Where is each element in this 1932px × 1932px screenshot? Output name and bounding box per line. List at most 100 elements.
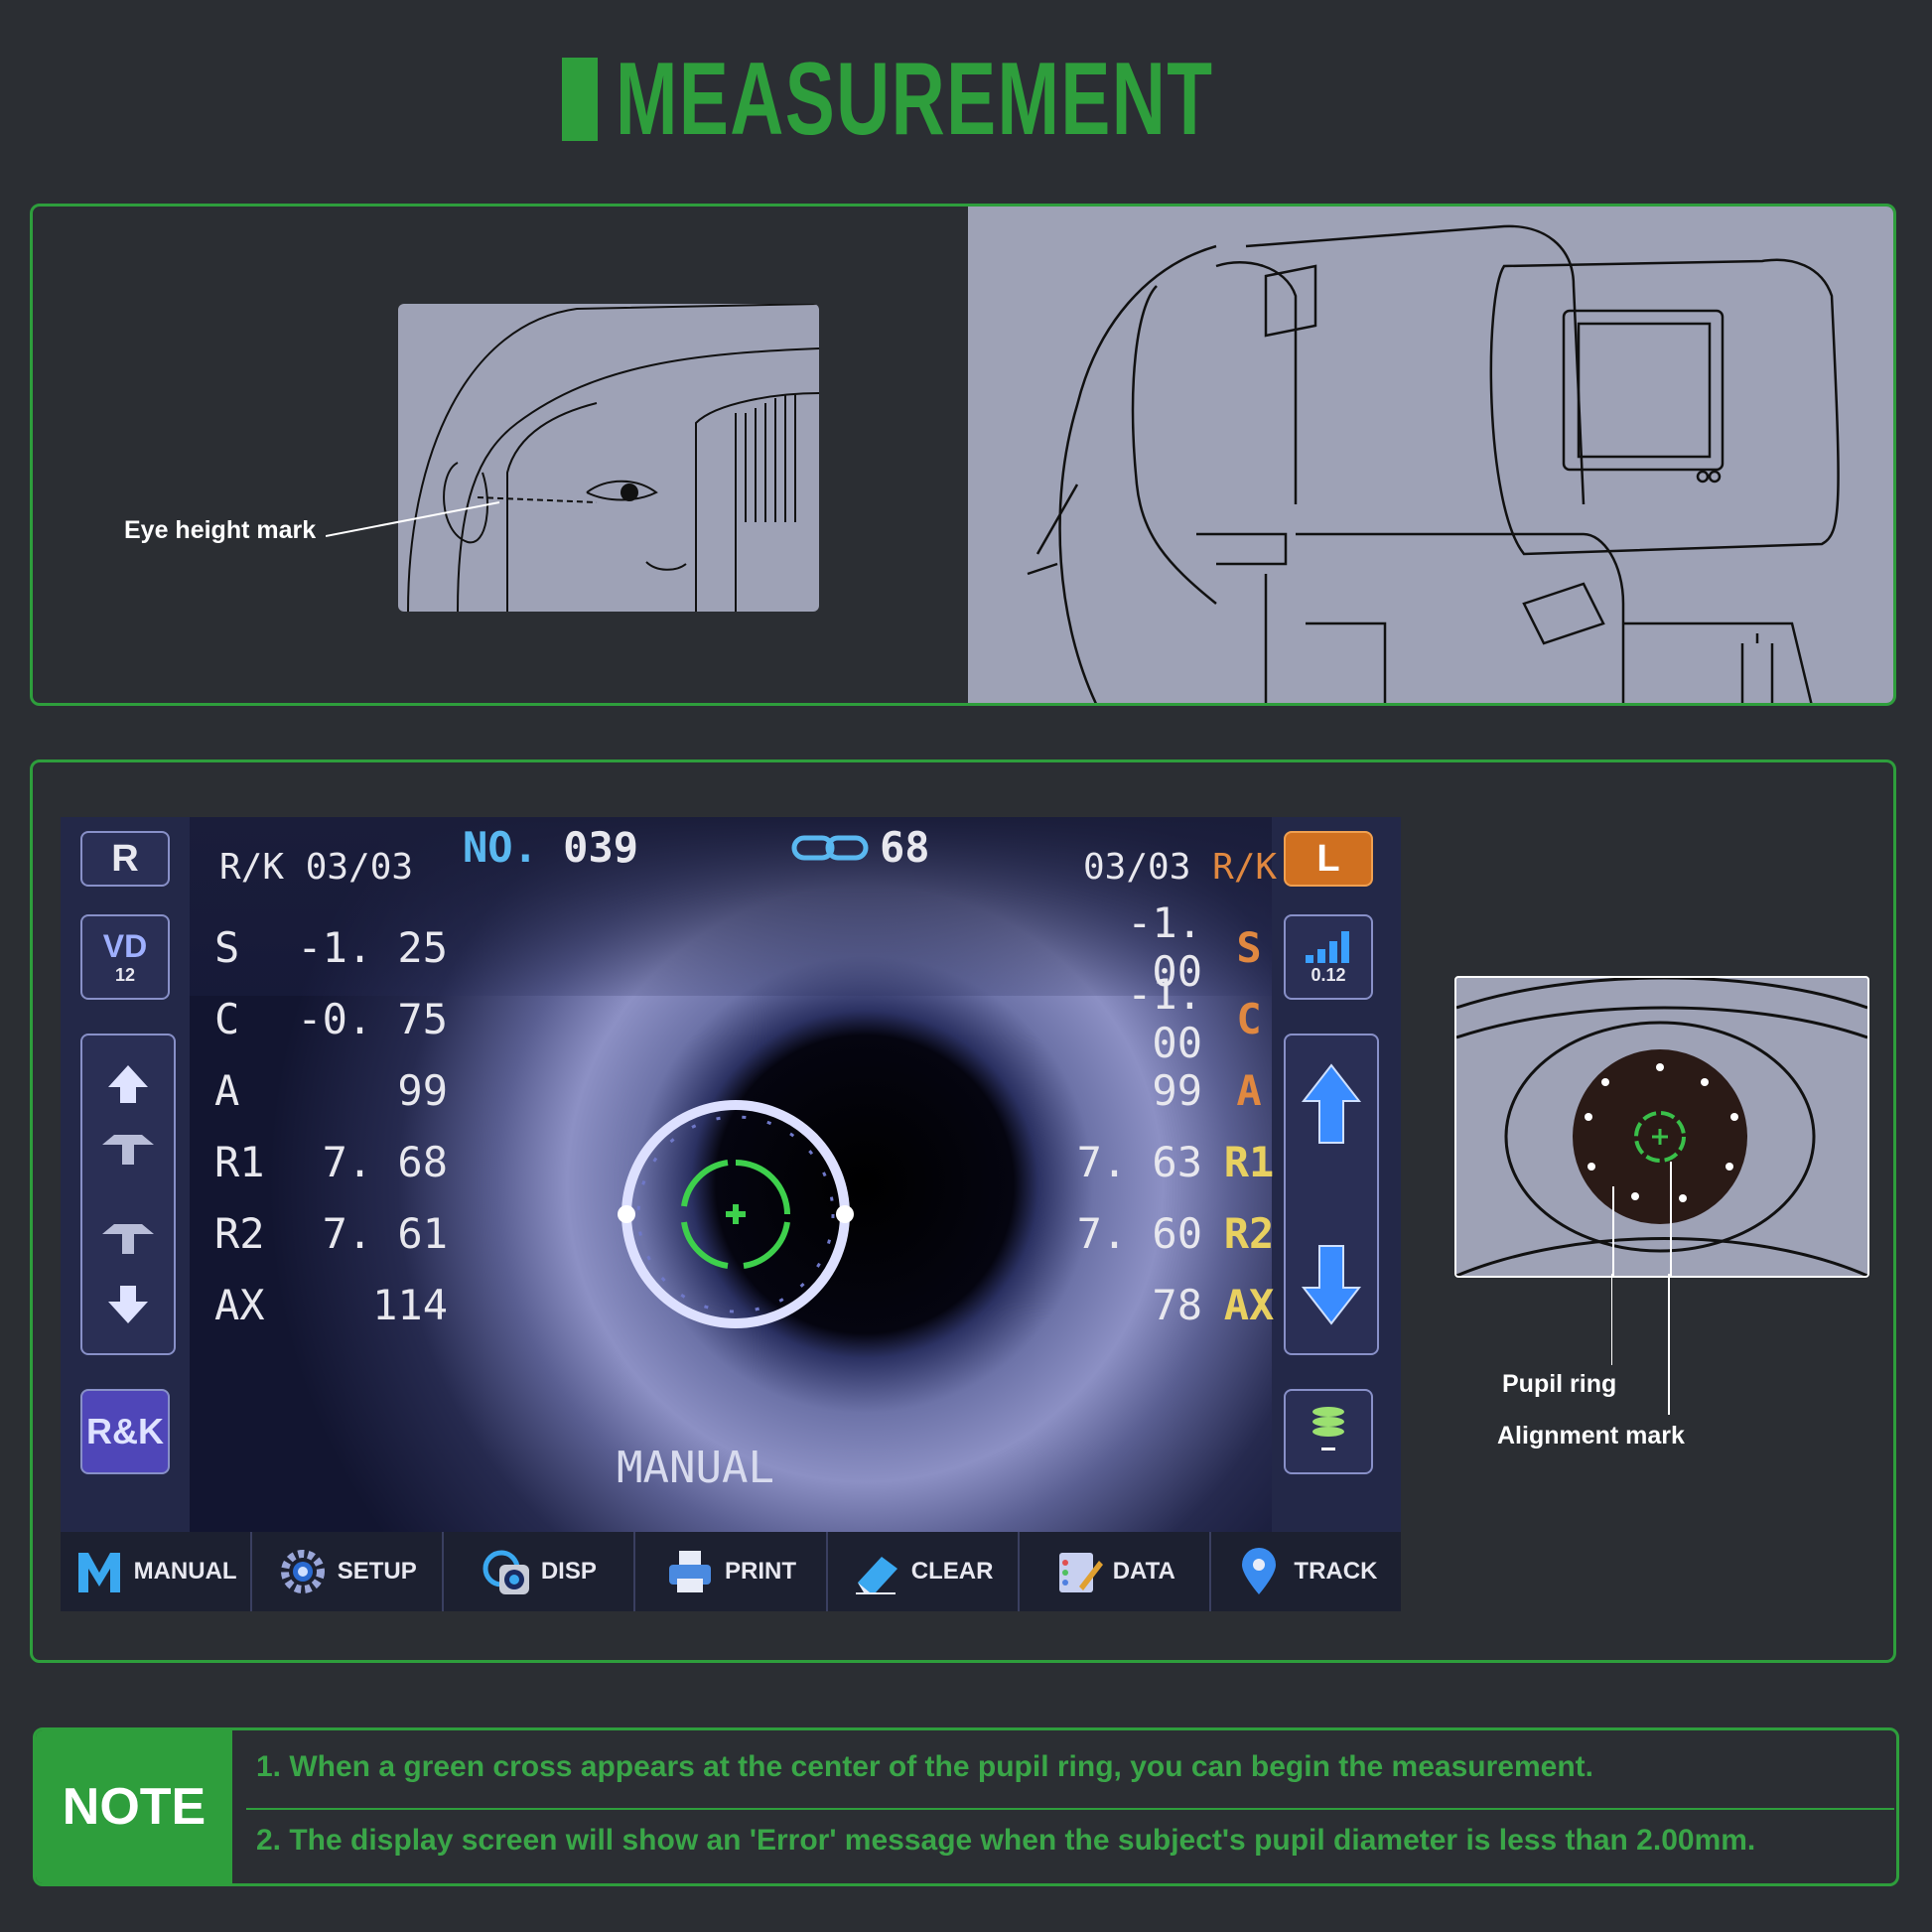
- left-eye-r1-label: R1: [1223, 1137, 1275, 1186]
- print-button[interactable]: PRINT: [635, 1532, 828, 1611]
- left-eye-row-ax: 78 AX: [1053, 1269, 1284, 1340]
- page-title: MEASUREMENT: [616, 42, 1214, 157]
- left-control-bar: R VD 12 R&K: [61, 817, 190, 1532]
- data-button[interactable]: DATA: [1020, 1532, 1211, 1611]
- diagram-leader-lines: [1611, 1274, 1670, 1415]
- arrow-up-button[interactable]: [1298, 1055, 1365, 1155]
- mode-indicator: MANUAL: [617, 1443, 774, 1493]
- left-eye-ax-label: AX: [1223, 1280, 1275, 1329]
- right-eye-c-value: -0. 75: [297, 994, 448, 1043]
- signal-bars-icon: [1306, 930, 1349, 963]
- right-eye-button[interactable]: R: [80, 831, 170, 887]
- number-label: NO.: [463, 823, 538, 872]
- left-eye-a-value: 99: [1152, 1065, 1202, 1115]
- autorefractor-device-illustration: [968, 207, 1893, 703]
- rk-button[interactable]: R&K: [80, 1389, 170, 1474]
- left-eye-c-value: -1. 00: [1127, 970, 1202, 1067]
- pupil-ring-label: Pupil ring: [1502, 1370, 1617, 1398]
- right-eye-r1-label: R1: [214, 1137, 265, 1186]
- eraser-icon: [855, 1557, 897, 1594]
- camera-icon: [483, 1550, 529, 1594]
- track-button-label: TRACK: [1294, 1558, 1378, 1585]
- title-accent-bar: [562, 58, 598, 141]
- vd-value: 12: [114, 965, 136, 985]
- right-control-bar: L 0.12: [1272, 817, 1401, 1532]
- sensitivity-value: 0.12: [1311, 964, 1346, 985]
- eyelid-shading: [190, 817, 1272, 996]
- arrow-up-icon: [1301, 1063, 1362, 1144]
- note-divider: [246, 1808, 1894, 1810]
- vd-button[interactable]: VD 12: [80, 914, 170, 1000]
- clear-button[interactable]: CLEAR: [828, 1532, 1020, 1611]
- right-eye-c-label: C: [214, 994, 240, 1043]
- left-eye-s-label: S: [1236, 922, 1262, 972]
- location-pin-icon: [1242, 1548, 1277, 1594]
- number-display: NO. 039: [463, 823, 638, 872]
- gear-icon: [280, 1550, 325, 1593]
- left-eye-c-label: C: [1236, 994, 1262, 1043]
- manual-m-icon: [77, 1553, 120, 1592]
- left-eye-a-label: A: [1236, 1065, 1262, 1115]
- vd-label: VD: [102, 928, 148, 964]
- note-heading: NOTE: [36, 1730, 232, 1883]
- right-eye-header: R/K 03/03: [219, 847, 414, 888]
- note-box: NOTE 1. When a green cross appears at th…: [33, 1727, 1899, 1886]
- disp-button-label: DISP: [540, 1558, 597, 1585]
- positioning-panel: Eye height mark: [30, 204, 1896, 706]
- link-value: 68: [880, 823, 930, 872]
- left-eye-r2-label: R2: [1223, 1208, 1275, 1258]
- notepad-icon: [1058, 1553, 1103, 1592]
- left-eye-header: 03/03 R/K: [1083, 847, 1277, 888]
- right-eye-r1-value: 7. 68: [322, 1137, 448, 1186]
- pupil-ring-overlay: [618, 1100, 854, 1328]
- device-screen: R VD 12 R&K L: [61, 817, 1401, 1611]
- link-display: 68: [790, 823, 930, 872]
- note-line-2: 2. The display screen will show an 'Erro…: [256, 1824, 1756, 1857]
- setup-button-label: SETUP: [337, 1558, 417, 1585]
- database-icon: [1312, 1407, 1344, 1450]
- track-button[interactable]: TRACK: [1211, 1532, 1401, 1611]
- setup-button[interactable]: SETUP: [252, 1532, 445, 1611]
- right-eye-row-r1: R1 7. 68: [214, 1126, 448, 1197]
- measurement-panel: R VD 12 R&K L: [30, 759, 1896, 1663]
- right-eye-s-value: -1. 25: [297, 922, 448, 972]
- disp-button[interactable]: DISP: [444, 1532, 636, 1611]
- right-eye-ax-label: AX: [214, 1280, 265, 1329]
- left-eye-row-r2: 7. 60 R2: [1053, 1197, 1284, 1269]
- left-eye-row-a: 99 A: [1053, 1054, 1284, 1126]
- chinrest-icons: [102, 1065, 154, 1323]
- data-button-label: DATA: [1112, 1558, 1175, 1585]
- left-eye-button[interactable]: L: [1284, 831, 1373, 887]
- manual-button[interactable]: MANUAL: [61, 1532, 253, 1611]
- eye-height-closeup-illustration: [398, 304, 819, 612]
- right-eye-a-value: 99: [397, 1065, 448, 1115]
- number-value: 039: [563, 823, 639, 872]
- left-eye-r1-value: 7. 63: [1076, 1137, 1202, 1186]
- sensitivity-button[interactable]: 0.12: [1284, 914, 1373, 1000]
- clear-button-label: CLEAR: [910, 1558, 994, 1585]
- note-line-1: 1. When a green cross appears at the cen…: [256, 1750, 1593, 1783]
- left-eye-r2-value: 7. 60: [1076, 1208, 1202, 1258]
- right-eye-r2-value: 7. 61: [322, 1208, 448, 1258]
- arrow-down-button[interactable]: [1298, 1234, 1365, 1333]
- data-storage-button[interactable]: [1284, 1389, 1373, 1474]
- left-eye-header-count: 03/03: [1083, 847, 1191, 888]
- right-eye-r2-label: R2: [214, 1208, 265, 1258]
- title-container: MEASUREMENT: [0, 42, 1932, 157]
- eye-height-mark-label: Eye height mark: [124, 516, 317, 544]
- height-control: [1284, 1034, 1379, 1355]
- right-eye-row-s: S-1. 25: [214, 911, 448, 983]
- left-eye-header-mode: R/K: [1212, 847, 1278, 888]
- right-eye-row-c: C -0. 75: [214, 983, 448, 1054]
- left-eye-row-r1: 7. 63 R1: [1053, 1126, 1284, 1197]
- printer-icon: [668, 1551, 711, 1592]
- arrow-down-icon: [1301, 1245, 1362, 1325]
- right-eye-row-r2: R2 7. 61: [214, 1197, 448, 1269]
- pupil-alignment-diagram: [1454, 976, 1869, 1278]
- left-eye-ax-value: 78: [1152, 1280, 1202, 1329]
